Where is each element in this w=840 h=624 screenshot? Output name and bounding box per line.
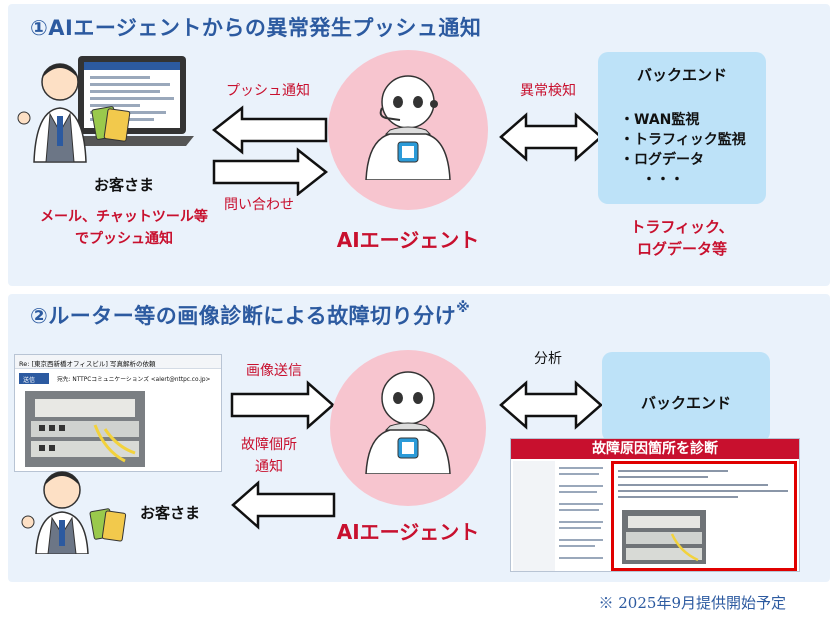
section2-title: ②ルーター等の画像診断による故障切り分け※: [30, 300, 471, 328]
image-send-arrow: [230, 380, 335, 430]
backend-item: ・トラフィック監視: [620, 132, 746, 148]
anomaly-detection-arrow: [499, 112, 603, 162]
customer-illustration: [21, 471, 127, 554]
image-send-label: 画像送信: [246, 363, 302, 379]
anomaly-detection-label: 異常検知: [520, 83, 576, 99]
backend-box: バックエンド ・WAN監視 ・トラフィック監視 ・ログデータ ・・・: [598, 52, 766, 204]
backend-item: ・・・: [642, 172, 684, 188]
section1-title: ①AIエージェントからの異常発生プッシュ通知: [30, 16, 482, 40]
diagnosis-text-lines: [618, 470, 788, 498]
inquiry-arrow: [212, 147, 328, 196]
fault-notice-arrow: [231, 480, 336, 530]
section-image-diagnosis: ②ルーター等の画像診断による故障切り分け※ Re: [東京西新橋オフィスビル] …: [8, 294, 830, 582]
diagnosis-highlight: [611, 461, 797, 571]
analysis-arrow: [499, 380, 603, 430]
push-notification-label: プッシュ通知: [226, 83, 310, 99]
robot-icon: [365, 75, 451, 180]
customer-note: メール、チャットツール等 でプッシュ通知: [40, 209, 208, 247]
backend-item: ・ログデータ: [620, 152, 704, 168]
backend-item: ・WAN監視: [620, 112, 700, 128]
backend-title-2: バックエンド: [640, 394, 731, 412]
ai-agent-label-2: AIエージェント: [336, 520, 480, 544]
section2-title-mark: ※: [456, 300, 471, 316]
mail-sidebar: [513, 461, 555, 571]
ai-agent-label: AIエージェント: [336, 228, 480, 252]
robot-icon-2: [365, 371, 451, 474]
customer-label-2: お客さま: [140, 504, 201, 522]
diagnosis-router-photo: [622, 510, 706, 564]
backend-items: ・WAN監視 ・トラフィック監視 ・ログデータ ・・・: [620, 110, 746, 190]
section-push-notification: ①AIエージェントからの異常発生プッシュ通知 お客さま メール、チャットツール等…: [8, 4, 830, 286]
email-screenshot: Re: [東京西新橋オフィスビル] 写真解析の依頼 送信 宛先: NTTPCコミ…: [14, 354, 222, 472]
footnote: ※ 2025年9月提供開始予定: [598, 594, 787, 612]
backend-box-2: バックエンド: [602, 352, 770, 442]
backend-title: バックエンド: [636, 66, 727, 84]
diagnosis-screenshot: 故障原因箇所を診断: [510, 438, 800, 572]
customer-laptop-illustration: [17, 56, 194, 163]
bidirectional-arrows: [212, 105, 328, 196]
diagnosis-banner: 故障原因箇所を診断: [511, 439, 799, 459]
backend-data-note: トラフィック、 ログデータ等: [630, 218, 734, 258]
mail-list: [559, 467, 603, 559]
inquiry-label: 問い合わせ: [224, 197, 294, 213]
email-send-button: 送信: [19, 373, 49, 384]
fault-notice-label: 故障個所 通知: [241, 437, 297, 475]
email-to: 宛先: NTTPCコミュニケーションズ <alert@nttpc.co.jp>: [57, 377, 211, 383]
email-subject: Re: [東京西新橋オフィスビル] 写真解析の依頼: [15, 355, 221, 369]
push-arrow: [212, 105, 328, 155]
analysis-label: 分析: [534, 351, 562, 367]
customer-label: お客さま: [94, 176, 155, 194]
router-photo: [25, 391, 145, 467]
